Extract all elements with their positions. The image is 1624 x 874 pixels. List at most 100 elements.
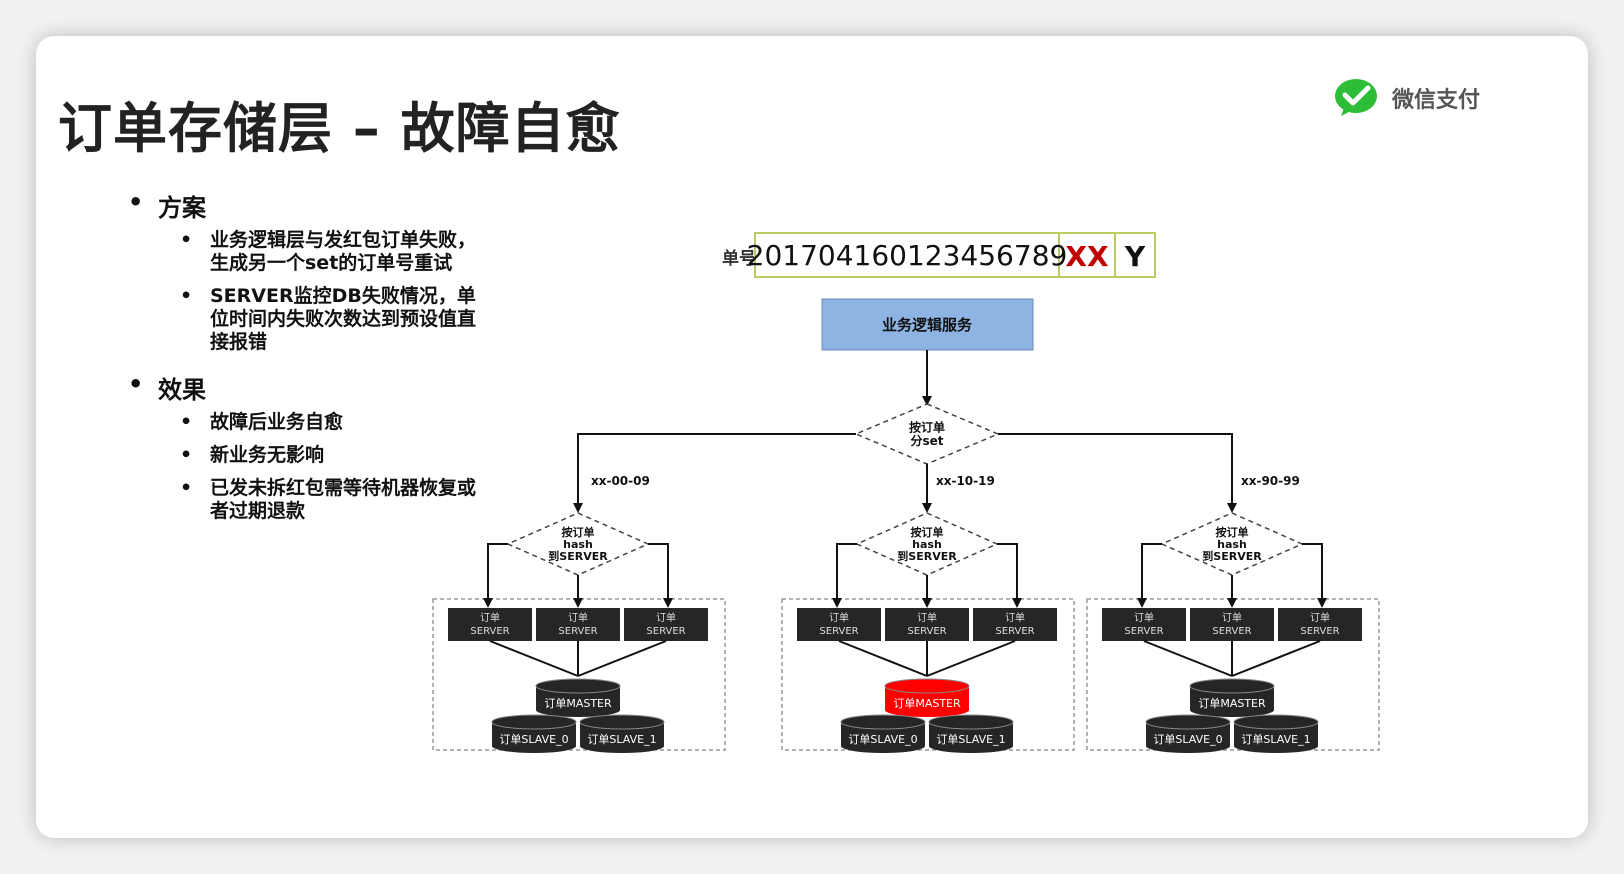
order-id-box — [754, 232, 1156, 278]
server-label: 订单 — [1310, 612, 1330, 624]
server-box — [885, 608, 969, 641]
slave-db-top — [928, 714, 1014, 730]
wechat-pay-icon — [1335, 79, 1377, 116]
page-title: 订单存储层 – 故障自愈 — [58, 97, 621, 160]
bullet-list: 方案 业务逻辑层与发红包订单失败，生成另一个set的订单号重试 SERVER监控… — [128, 188, 488, 533]
bullet-item: 已发未拆红包需等待机器恢复或者过期退款 — [180, 477, 488, 523]
server-label: SERVER — [1300, 626, 1339, 637]
connector-line — [1143, 640, 1233, 677]
slave-db-label: 订单SLAVE_0 — [1153, 733, 1222, 746]
order-set-part: XX — [1065, 240, 1109, 273]
server-label: SERVER — [1124, 626, 1163, 637]
server-box — [624, 608, 708, 641]
server-label: 订单 — [829, 612, 849, 624]
bullet-item: SERVER监控DB失败情况，单位时间内失败次数达到预设值直接报错 — [180, 285, 488, 354]
hash-router-diamond-label: 按订单 — [562, 525, 595, 539]
slave-db-label: 订单SLAVE_1 — [1241, 733, 1310, 746]
master-db-label: 订单MASTER — [544, 697, 612, 710]
slave-db-top — [579, 714, 665, 730]
order-number: 201704160123456789 — [747, 239, 1068, 272]
connector-line — [998, 433, 1237, 513]
slave-db — [841, 722, 925, 753]
master-db-top — [535, 678, 621, 694]
hash-router-diamond-label: 按订单 — [1216, 525, 1249, 539]
slave-db — [929, 722, 1013, 753]
set-container — [1086, 598, 1380, 751]
master-db-top — [884, 678, 970, 694]
server-label: SERVER — [470, 626, 509, 637]
brand-name: 微信支付 — [1392, 88, 1481, 113]
order-suffix: Y — [1124, 240, 1146, 273]
server-label: 订单 — [656, 612, 676, 624]
slave-db-label: 订单SLAVE_1 — [936, 733, 1005, 746]
server-label: 订单 — [568, 612, 588, 624]
master-db-label: 订单MASTER — [893, 697, 961, 710]
connector-line — [1302, 543, 1327, 608]
branch-range-label: xx-90-99 — [1241, 474, 1300, 488]
hash-router-diamond-label: 到SERVER — [897, 549, 957, 563]
slave-db-label: 订单SLAVE_1 — [587, 733, 656, 746]
server-label: SERVER — [995, 626, 1034, 637]
service-box — [821, 298, 1034, 351]
slave-db-top — [1145, 714, 1231, 730]
slave-db — [1146, 722, 1230, 753]
master-db — [885, 686, 969, 717]
bullet-heading-effect: 效果 — [128, 370, 488, 405]
connector-line — [489, 640, 579, 677]
server-label: SERVER — [907, 626, 946, 637]
server-label: 订单 — [1222, 612, 1242, 624]
hash-router-diamond-label: 到SERVER — [1202, 549, 1262, 563]
server-label: 订单 — [917, 612, 937, 624]
master-db-label: 订单MASTER — [1198, 697, 1266, 710]
server-box — [797, 608, 881, 641]
connector-line — [648, 543, 673, 608]
slave-db — [580, 722, 664, 753]
branch-range-label: xx-00-09 — [591, 474, 650, 488]
server-box — [536, 608, 620, 641]
slave-db — [492, 722, 576, 753]
connector-line — [483, 543, 508, 608]
slave-db-top — [1233, 714, 1319, 730]
server-label: SERVER — [819, 626, 858, 637]
server-box — [1102, 608, 1186, 641]
connector-line — [997, 543, 1022, 608]
slave-db-top — [491, 714, 577, 730]
server-box — [1190, 608, 1274, 641]
connector-line — [838, 640, 928, 677]
set-container — [781, 598, 1075, 751]
bullet-heading-plan: 方案 — [128, 188, 488, 223]
slave-db-top — [840, 714, 926, 730]
server-label: SERVER — [1212, 626, 1251, 637]
connector-line — [577, 640, 667, 677]
master-db-top — [1189, 678, 1275, 694]
server-box — [973, 608, 1057, 641]
bullet-item: 新业务无影响 — [180, 444, 488, 467]
connector-line — [926, 640, 1016, 677]
hash-router-diamond-label: hash — [912, 538, 942, 551]
connector-line — [573, 433, 856, 513]
hash-router-diamond-label: hash — [1217, 538, 1247, 551]
branch-range-label: xx-10-19 — [936, 474, 995, 488]
slave-db-label: 订单SLAVE_0 — [499, 733, 568, 746]
server-label: SERVER — [558, 626, 597, 637]
connector-line — [832, 543, 857, 608]
hash-router-diamond-label: 按订单 — [911, 525, 944, 539]
server-label: 订单 — [480, 612, 500, 624]
master-db — [536, 686, 620, 717]
brand-logo: 微信支付 — [1334, 78, 1480, 118]
server-label: 订单 — [1134, 612, 1154, 624]
set-router-diamond-label: 分set — [910, 433, 943, 448]
slave-db — [1234, 722, 1318, 753]
bullet-item: 故障后业务自愈 — [180, 411, 488, 434]
hash-router-diamond-label: 到SERVER — [548, 549, 608, 563]
server-label: SERVER — [646, 626, 685, 637]
master-db — [1190, 686, 1274, 717]
server-label: 订单 — [1005, 612, 1025, 624]
hash-router-diamond-label: hash — [563, 538, 593, 551]
connector-line — [1231, 640, 1321, 677]
service-label: 业务逻辑服务 — [882, 316, 973, 334]
connector-line — [1137, 543, 1162, 608]
bullet-item: 业务逻辑层与发红包订单失败，生成另一个set的订单号重试 — [180, 229, 488, 275]
set-router-diamond-label: 按订单 — [909, 420, 945, 435]
